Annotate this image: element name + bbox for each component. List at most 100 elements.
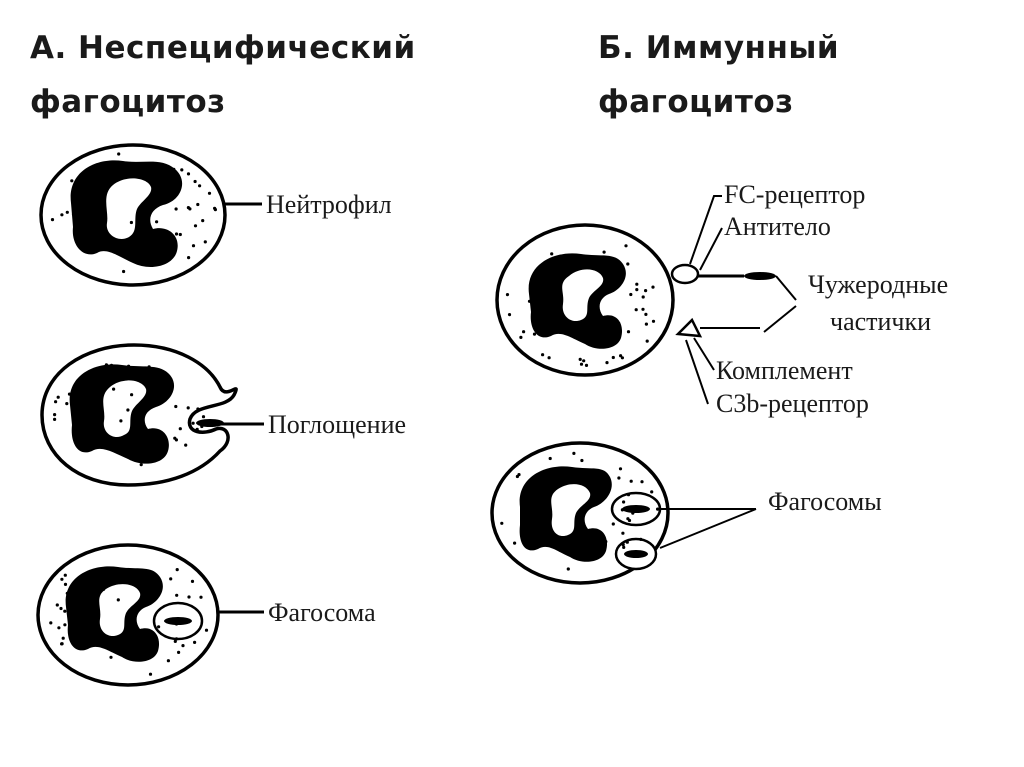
cell-immune-recognition: [495, 223, 675, 377]
label-phagosomes: Фагосомы: [768, 487, 882, 516]
granule-dot: [50, 218, 55, 222]
granule-dot: [196, 202, 200, 207]
granule-dot: [53, 413, 57, 417]
granule-dot: [618, 467, 623, 471]
granule-dot: [626, 517, 630, 521]
particle-to-bracket-lower: [763, 305, 797, 333]
granule-dot: [98, 427, 102, 431]
granule-dot: [84, 400, 88, 404]
c3b-receptor-shape: [675, 317, 703, 338]
granule-dot: [541, 353, 545, 357]
granule-dot: [148, 672, 153, 676]
granules: [53, 363, 206, 467]
granule-dot: [201, 415, 206, 419]
nucleus-lumen: [99, 584, 141, 637]
granule-dot: [54, 400, 58, 404]
granules: [500, 451, 660, 571]
granule-dot: [582, 359, 586, 363]
granule-dot: [49, 621, 53, 625]
granule-dot: [123, 162, 127, 166]
granule-dot: [181, 644, 185, 648]
granule-dot: [174, 637, 179, 641]
granule-dot: [621, 531, 625, 535]
engulfed-particle: [196, 419, 224, 427]
granule-dot: [60, 213, 64, 217]
granule-dot: [126, 408, 130, 412]
label-c3b-receptor: C3b-рецептор: [716, 389, 869, 418]
granule-dot: [656, 507, 660, 511]
granule-dot: [532, 332, 537, 336]
granule-dot: [196, 407, 200, 411]
granule-dot: [173, 639, 177, 643]
granule-dot: [116, 598, 120, 602]
granule-dot: [178, 427, 182, 431]
fc-receptor-shape: [670, 263, 700, 285]
granule-dot: [191, 421, 195, 425]
granule-dot: [624, 244, 628, 248]
granule-dot: [180, 168, 184, 172]
granule-dot: [172, 167, 176, 171]
granule-dot: [505, 293, 510, 297]
granule-dot: [173, 436, 177, 440]
granule-dot: [198, 184, 202, 188]
granule-dot: [119, 419, 123, 423]
granule-dot: [63, 609, 67, 613]
label-foreign-line2: частички: [830, 307, 931, 336]
granule-dot: [602, 250, 606, 254]
granule-dot: [645, 339, 649, 343]
granule-dot: [604, 540, 608, 544]
granule-dot: [178, 232, 182, 237]
granule-dot: [186, 406, 190, 410]
granule-dot: [620, 356, 624, 360]
granule-dot: [203, 240, 207, 244]
granule-dot: [199, 595, 203, 599]
granule-dot: [204, 628, 209, 632]
granule-dot: [629, 292, 633, 297]
granule-dot: [127, 364, 131, 368]
granule-dot: [572, 451, 576, 455]
granule-dot: [507, 313, 512, 317]
granule-dot: [515, 474, 519, 479]
cell-phagosome: [36, 543, 220, 687]
granule-dot: [92, 423, 96, 427]
granule-dot: [552, 535, 556, 539]
granule-dot: [213, 208, 217, 212]
granule-dot: [175, 568, 179, 572]
granule-dot: [522, 330, 526, 334]
granule-dot: [644, 289, 648, 293]
granule-dot: [644, 322, 648, 326]
granule-dot: [631, 511, 635, 515]
label-foreign-line1: Чужеродные: [808, 270, 948, 299]
granule-dot: [59, 606, 63, 611]
section-a-title-line2: фагоцитоз: [30, 84, 226, 120]
granule-dot: [621, 543, 625, 547]
granule-dot: [634, 308, 638, 312]
label-antibody: Антитело: [724, 212, 831, 241]
granule-dot: [191, 244, 196, 248]
granule-dot: [620, 508, 624, 512]
granule-dot: [545, 474, 549, 479]
granule-dot: [605, 361, 609, 365]
granule-dot: [147, 365, 151, 369]
granule-dot: [169, 577, 173, 581]
granule-dot: [145, 206, 149, 210]
granules: [50, 152, 217, 274]
granule-dot: [122, 269, 126, 274]
granule-dot: [626, 493, 631, 497]
granule-dot: [166, 659, 170, 663]
granule-dot: [519, 335, 523, 339]
nucleus-lumen: [103, 380, 147, 438]
label-phagosome: Фагосома: [268, 598, 376, 627]
granule-dot: [175, 593, 179, 597]
granule-dot: [641, 295, 645, 299]
label-engulfment: Поглощение: [268, 410, 406, 439]
nucleus-lumen: [551, 484, 591, 537]
granule-dot: [77, 628, 81, 632]
particle-to-bracket-upper: [775, 275, 797, 301]
granule-dot: [139, 463, 143, 467]
cell-phagosomes: [490, 441, 670, 585]
granule-dot: [186, 206, 190, 210]
granule-dot: [63, 582, 68, 586]
